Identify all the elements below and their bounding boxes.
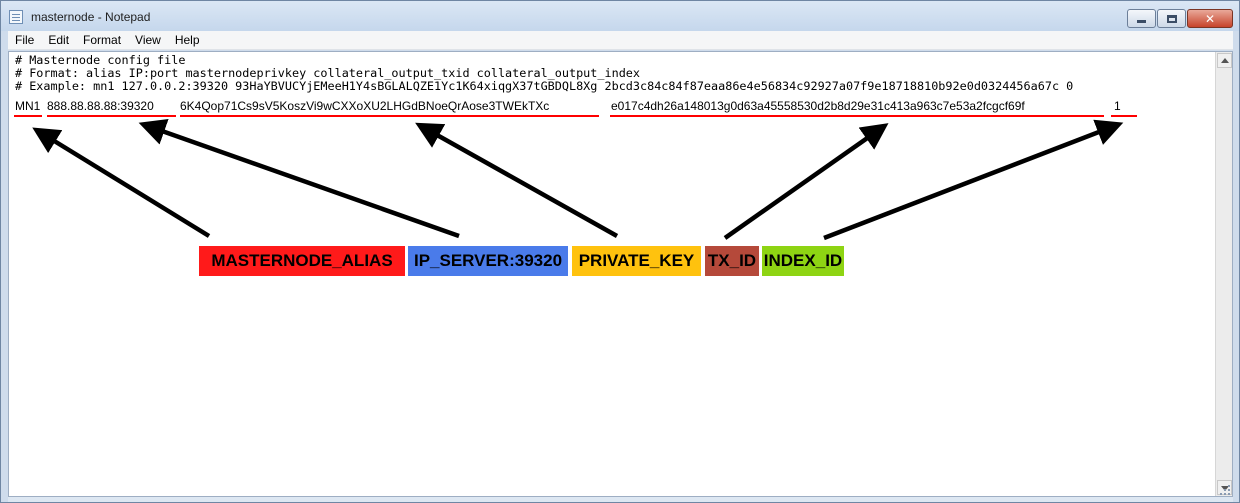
vertical-scrollbar[interactable] [1215, 52, 1232, 496]
minimize-button[interactable] [1127, 9, 1156, 28]
comment-line: # Example: mn1 127.0.0.2:39320 93HaYBVUC… [15, 79, 1074, 93]
config-index: 1 [1114, 99, 1121, 113]
label-ip-server: IP_SERVER:39320 [408, 246, 568, 276]
menu-edit[interactable]: Edit [48, 32, 70, 47]
maximize-icon [1166, 14, 1177, 23]
maximize-button[interactable] [1157, 9, 1186, 28]
caption-buttons: ✕ [1126, 9, 1233, 29]
config-alias: MN1 [15, 99, 41, 113]
config-tx-id: e017c4dh26a148013g0d63a45558530d2b8d29e3… [611, 99, 1025, 113]
window-title: masternode - Notepad [31, 10, 151, 24]
menu-format[interactable]: Format [83, 32, 122, 47]
label-index-id: INDEX_ID [762, 246, 844, 276]
config-private-key: 6K4Qop71Cs9sV5KoszVi9wCXXoXU2LHGdBNoeQrA… [180, 99, 550, 113]
config-ip-port: 888.88.88.88:39320 [47, 99, 154, 113]
window-bottom-edge [8, 497, 1233, 502]
scroll-down-arrow-icon[interactable] [1217, 480, 1232, 495]
menu-file[interactable]: File [15, 32, 35, 47]
comment-line: # Format: alias IP:port masternodeprivke… [15, 66, 641, 80]
minimize-icon [1137, 20, 1146, 23]
title-bar[interactable]: masternode - Notepad ✕ [1, 1, 1239, 31]
scroll-up-arrow-icon[interactable] [1217, 53, 1232, 68]
label-private-key: PRIVATE_KEY [572, 246, 701, 276]
comment-line: # Masternode config file [15, 53, 186, 67]
close-icon: ✕ [1204, 11, 1216, 26]
menu-help[interactable]: Help [174, 32, 200, 47]
menu-bar: File Edit Format View Help [8, 31, 1233, 50]
resize-grip-icon[interactable] [1219, 484, 1231, 496]
menu-view[interactable]: View [135, 32, 161, 47]
label-tx-id: TX_ID [705, 246, 759, 276]
close-button[interactable]: ✕ [1187, 9, 1233, 28]
notepad-icon[interactable] [9, 10, 23, 24]
label-masternode-alias: MASTERNODE_ALIAS [199, 246, 405, 276]
